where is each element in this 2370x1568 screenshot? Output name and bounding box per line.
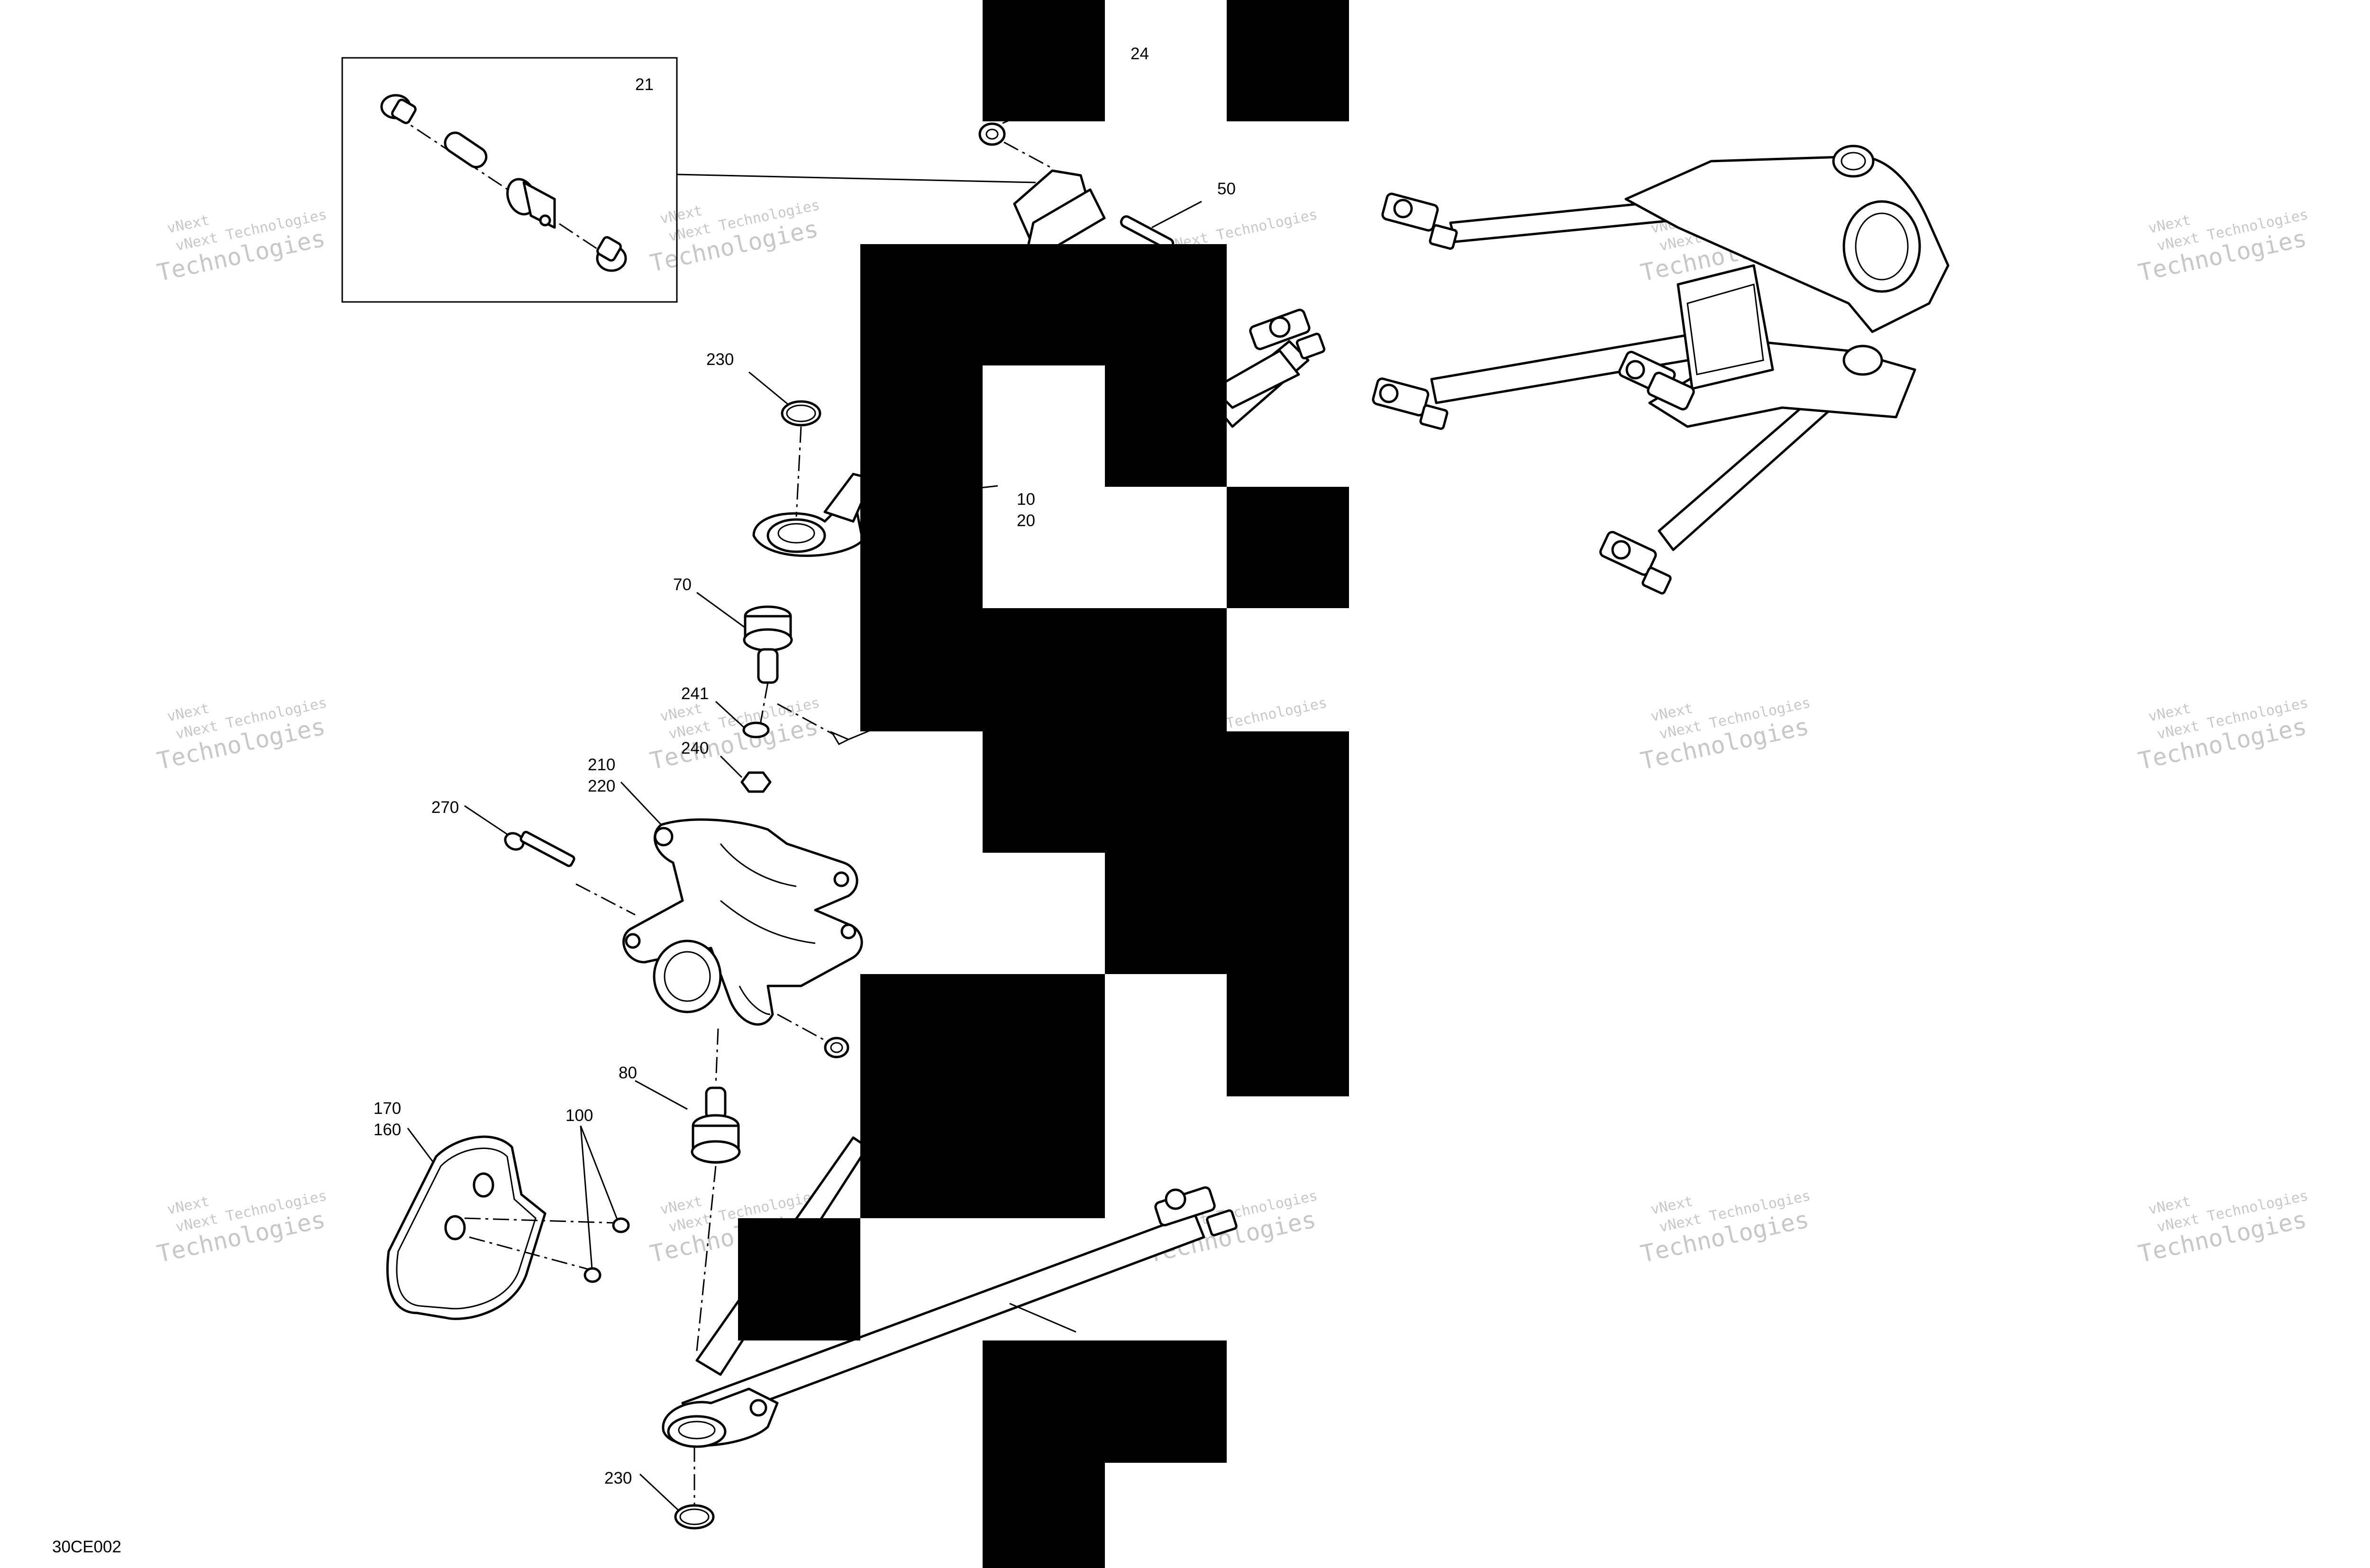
nut-240 xyxy=(720,755,772,793)
inset-bushing-kit xyxy=(341,57,1036,303)
arm-end-icon xyxy=(1372,377,1449,430)
callout-241: 241 xyxy=(681,684,709,703)
callout-24: 24 xyxy=(1130,45,1149,63)
callout-100: 100 xyxy=(565,1106,593,1125)
arm-end-icon xyxy=(1154,1186,1238,1237)
ball-joint-80 xyxy=(635,1028,741,1351)
arm-end-icon xyxy=(1249,309,1326,360)
callout-30: 30 xyxy=(1085,1341,1104,1359)
callout-240: 240 xyxy=(681,739,709,757)
spacer-icon xyxy=(506,178,556,229)
callout-160: 160 xyxy=(374,1121,401,1139)
callout-230-bottom: 230 xyxy=(604,1469,632,1487)
callout-230-top: 230 xyxy=(706,350,734,369)
drawing-id: 30CE002 xyxy=(52,1538,121,1556)
callout-21: 21 xyxy=(635,75,654,94)
guard-160-170 xyxy=(386,1128,617,1320)
upper-a-arm xyxy=(752,169,1326,557)
watermarks: vNext vNext Technologies Technologies vN… xyxy=(155,197,2310,1268)
knuckle-210-220 xyxy=(620,781,863,1026)
callout-70: 70 xyxy=(673,575,692,594)
callout-270: 270 xyxy=(431,798,459,817)
retaining-ring-230-bottom xyxy=(639,1446,715,1530)
callout-50: 50 xyxy=(1217,180,1236,198)
bolt-270 xyxy=(464,805,636,916)
retaining-ring-230-top xyxy=(748,371,821,517)
arm-end-icon xyxy=(1647,372,1695,410)
arm-end-icon xyxy=(1599,531,1672,595)
callout-80: 80 xyxy=(619,1064,637,1082)
callout-10: 10 xyxy=(1017,490,1035,509)
redaction-blocks xyxy=(738,0,1349,1568)
callout-220: 220 xyxy=(588,777,615,795)
arm-end-icon xyxy=(1381,192,1458,250)
callout-labels: 21 24 50 230 10 20 70 241 250 240 210 22… xyxy=(374,45,1236,1487)
callout-170: 170 xyxy=(374,1099,401,1118)
callout-250: 250 xyxy=(924,694,952,712)
sleeve-icon xyxy=(444,131,488,168)
screws-100 xyxy=(580,1125,630,1283)
nut-241 xyxy=(715,701,770,738)
pin-50 xyxy=(1120,201,1202,250)
nut-knuckle xyxy=(777,1013,849,1058)
flanged-bushing-icon xyxy=(596,236,627,272)
callout-20: 20 xyxy=(1017,511,1035,530)
callout-210: 210 xyxy=(588,756,615,774)
bushing-24 xyxy=(978,115,1053,169)
ball-joint-70 xyxy=(696,592,793,735)
assembled-suspension xyxy=(1372,145,1950,595)
flanged-bushing-icon xyxy=(380,94,417,124)
